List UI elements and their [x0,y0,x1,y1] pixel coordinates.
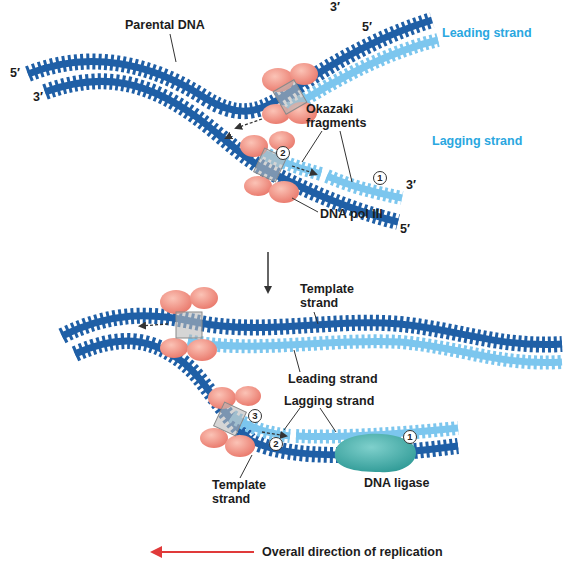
callout-number: 3 [248,409,262,423]
part-label: 3′ [330,0,340,14]
part-label: Okazaki fragments [306,102,378,130]
part-label: Lagging strand [284,394,374,408]
part-label: Leading strand [288,372,378,386]
callout-number: 2 [276,146,290,160]
part-label: 5′ [400,222,410,236]
synthesis-arrow [262,432,286,436]
fork-arrow [226,132,238,138]
part-label: 5′ [362,20,372,34]
callout-number: 1 [373,171,387,185]
part-label: Lagging strand [432,134,522,148]
dna-polymerase [160,287,218,361]
part-label: Template strand [300,282,364,310]
callout-text: 2 [280,148,285,158]
part-label: 3′ [33,90,43,104]
callout-text: 1 [377,173,382,183]
part-label: DNA ligase [364,476,430,490]
synthesis-arrow [236,119,262,128]
direction-arrow [160,551,254,553]
callout-number: 1 [403,430,417,444]
part-label: DNA pol III [320,207,383,221]
callout-text: 3 [252,411,257,421]
callout-text: 2 [273,439,278,449]
synthesis-arrow [292,166,316,174]
part-label: 3′ [406,178,416,192]
part-label: Template strand [212,478,276,506]
dna-polymerase [200,386,261,457]
synthesis-arrow [140,324,168,326]
step-arrow [267,252,269,292]
callout-text: 1 [407,432,412,442]
callout-number: 2 [269,437,283,451]
bottom-fork [62,316,562,455]
dna-polymerase [240,131,299,203]
part-label: Leading strand [442,26,532,40]
part-label: Overall direction of replication [262,545,443,559]
part-label: 5′ [10,66,20,80]
part-label: Parental DNA [125,18,205,32]
top-fork [28,20,438,222]
